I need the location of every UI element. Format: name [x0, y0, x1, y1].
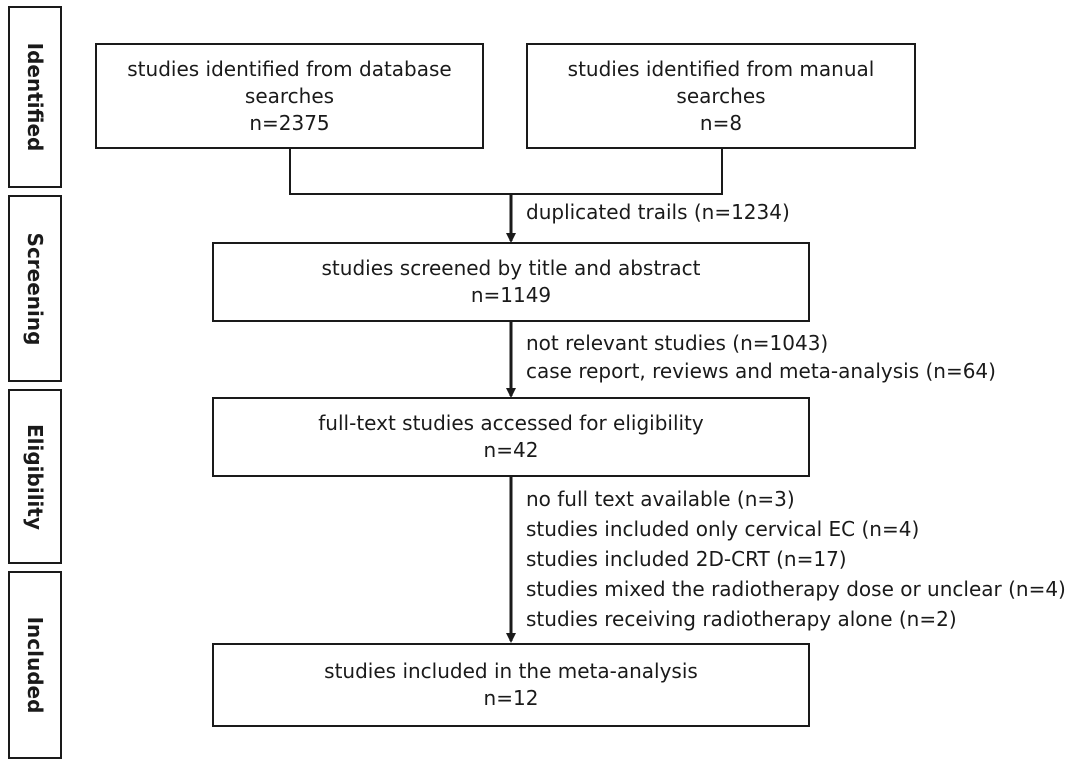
box-screened-line-1: studies screened by title and abstract — [321, 256, 701, 280]
exclusion-eligibility-line-4: studies mixed the radiotherapy dose or u… — [526, 577, 1066, 601]
box-fulltext-count: n=42 — [483, 438, 539, 462]
box-database-line-1: studies identified from database — [127, 56, 452, 81]
exclusion-duplicates: duplicated trails (n=1234) — [526, 199, 790, 225]
exclusion-screening-line-2: case report, reviews and meta-analysis (… — [526, 359, 996, 383]
box-manual-searches: studies identified from manual searches … — [526, 43, 916, 149]
stage-identified: Identified — [8, 6, 62, 188]
exclusion-screening-line-1: not relevant studies (n=1043) — [526, 331, 829, 355]
box-manual-line-1: studies identified from manual — [567, 56, 875, 81]
box-manual-count: n=8 — [699, 110, 743, 135]
box-included-count: n=12 — [483, 686, 539, 710]
exclusion-eligibility-line-3: studies included 2D-CRT (n=17) — [526, 547, 847, 571]
exclusion-screening: not relevant studies (n=1043) case repor… — [526, 329, 996, 385]
stage-included: Included — [8, 571, 62, 759]
box-included: studies included in the meta-analysis n=… — [212, 643, 810, 727]
box-fulltext: full-text studies accessed for eligibili… — [212, 397, 810, 477]
box-database-searches: studies identified from database searche… — [95, 43, 484, 149]
box-manual-line-2: searches — [676, 83, 766, 108]
box-fulltext-line-1: full-text studies accessed for eligibili… — [318, 411, 704, 435]
box-included-line-1: studies included in the meta-analysis — [324, 659, 698, 683]
exclusion-eligibility-line-2: studies included only cervical EC (n=4) — [526, 517, 920, 541]
box-database-line-2: searches — [244, 83, 335, 108]
stage-screening: Screening — [8, 195, 62, 382]
exclusion-duplicates-line: duplicated trails (n=1234) — [526, 200, 790, 224]
box-screened-count: n=1149 — [470, 283, 552, 307]
box-database-count: n=2375 — [249, 110, 330, 135]
box-screened: studies screened by title and abstract n… — [212, 242, 810, 322]
exclusion-eligibility: no full text available (n=3) studies inc… — [526, 484, 1066, 634]
stage-eligibility: Eligibility — [8, 389, 62, 564]
merge-line — [289, 148, 723, 195]
exclusion-eligibility-line-5: studies receiving radiotherapy alone (n=… — [526, 607, 957, 631]
exclusion-eligibility-line-1: no full text available (n=3) — [526, 487, 795, 511]
